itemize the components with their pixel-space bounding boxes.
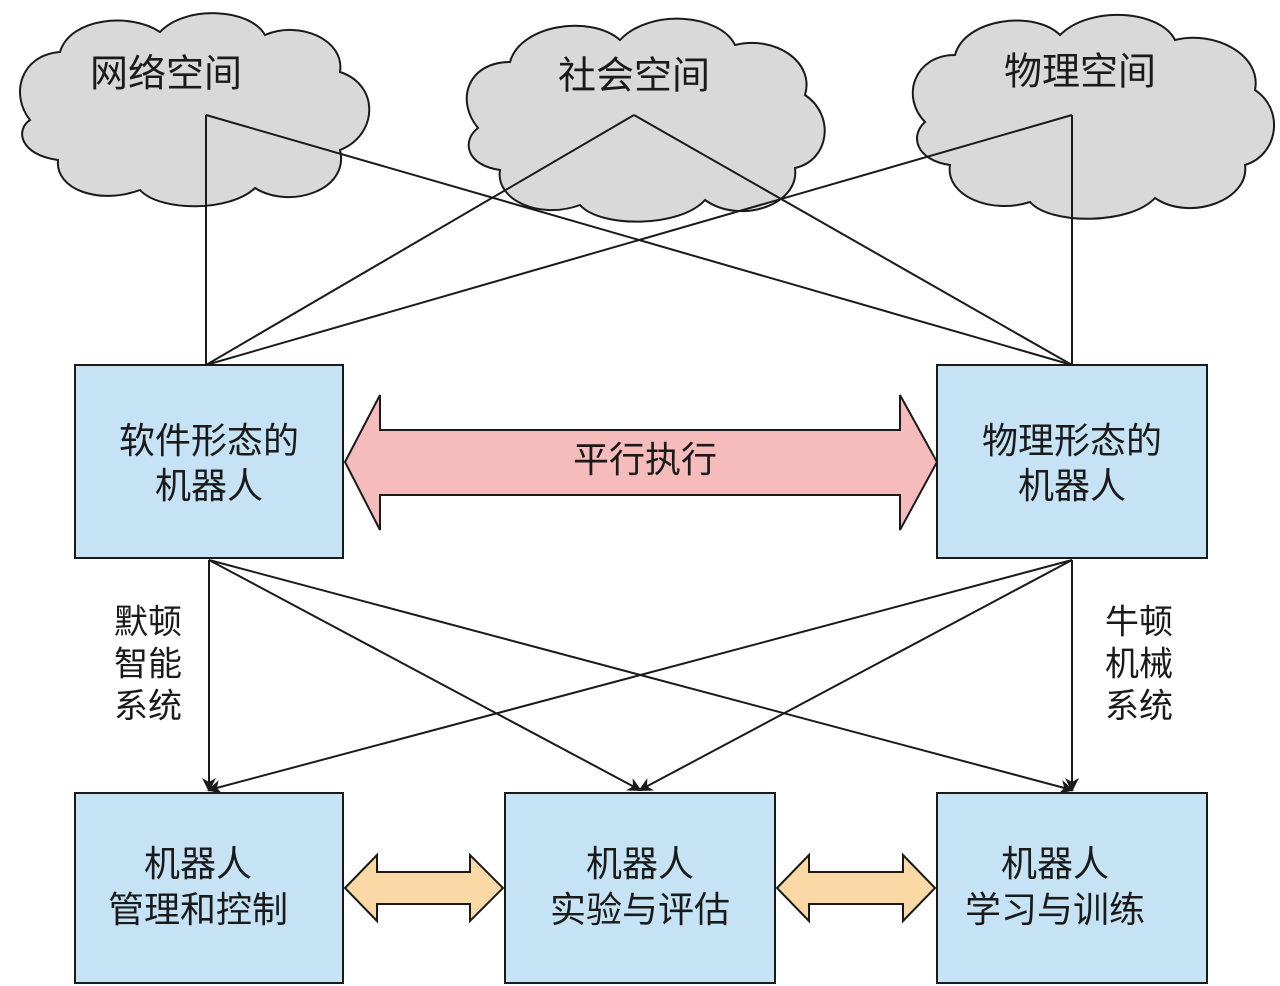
newton-line2: 机械 [1105,645,1173,685]
newton-line3: 系统 [1105,687,1173,727]
physical-robot-line1: 物理形态的 [982,421,1162,462]
double-arrow-management-evaluation [343,852,505,924]
physical-robot-line2: 机器人 [1018,466,1126,507]
learning-box: 机器人 学习与训练 [936,792,1208,984]
merton-line2: 智能 [114,645,182,685]
learning-line2: 学习与训练 [965,890,1145,931]
cloud-social-label: 社会空间 [558,54,710,98]
parallel-execution-label: 平行执行 [573,440,717,481]
parallel-execution-arrow: 平行执行 [343,394,939,531]
arrow-software-to-evaluation [208,559,642,791]
link-social-to-physical [633,114,1073,366]
newton-system-label: 牛顿 机械 系统 [1105,603,1173,727]
link-physical-to-software [205,114,1073,366]
management-box: 机器人 管理和控制 [74,792,344,984]
double-arrow-evaluation-learning [775,852,937,924]
management-line1: 机器人 [144,844,252,885]
cloud-physical-space: 物理空间 [911,13,1276,220]
software-robot-line1: 软件形态的 [119,421,299,462]
management-line2: 管理和控制 [108,890,288,931]
software-robot-box: 软件形态的 机器人 [74,364,344,559]
cloud-social-space: 社会空间 [465,17,826,223]
learning-line1: 机器人 [1001,844,1109,885]
software-robot-line2: 机器人 [155,466,263,507]
merton-line3: 系统 [114,687,182,727]
cloud-cyber-space: 网络空间 [19,12,371,208]
link-social-to-software [205,114,635,366]
merton-system-label: 默顿 智能 系统 [114,603,182,727]
cloud-cyber-label: 网络空间 [90,52,242,96]
evaluation-line1: 机器人 [586,844,694,885]
evaluation-box: 机器人 实验与评估 [504,792,776,984]
merton-line1: 默顿 [114,603,182,643]
arrow-physical-to-evaluation [638,559,1073,791]
arrow-physical-to-management [207,559,1073,794]
evaluation-line2: 实验与评估 [550,890,730,931]
physical-robot-box: 物理形态的 机器人 [936,364,1208,559]
cloud-physical-label: 物理空间 [1004,50,1156,94]
outcome-connections [202,559,1079,794]
newton-line1: 牛顿 [1105,603,1173,643]
cloud-connections [205,114,1073,366]
